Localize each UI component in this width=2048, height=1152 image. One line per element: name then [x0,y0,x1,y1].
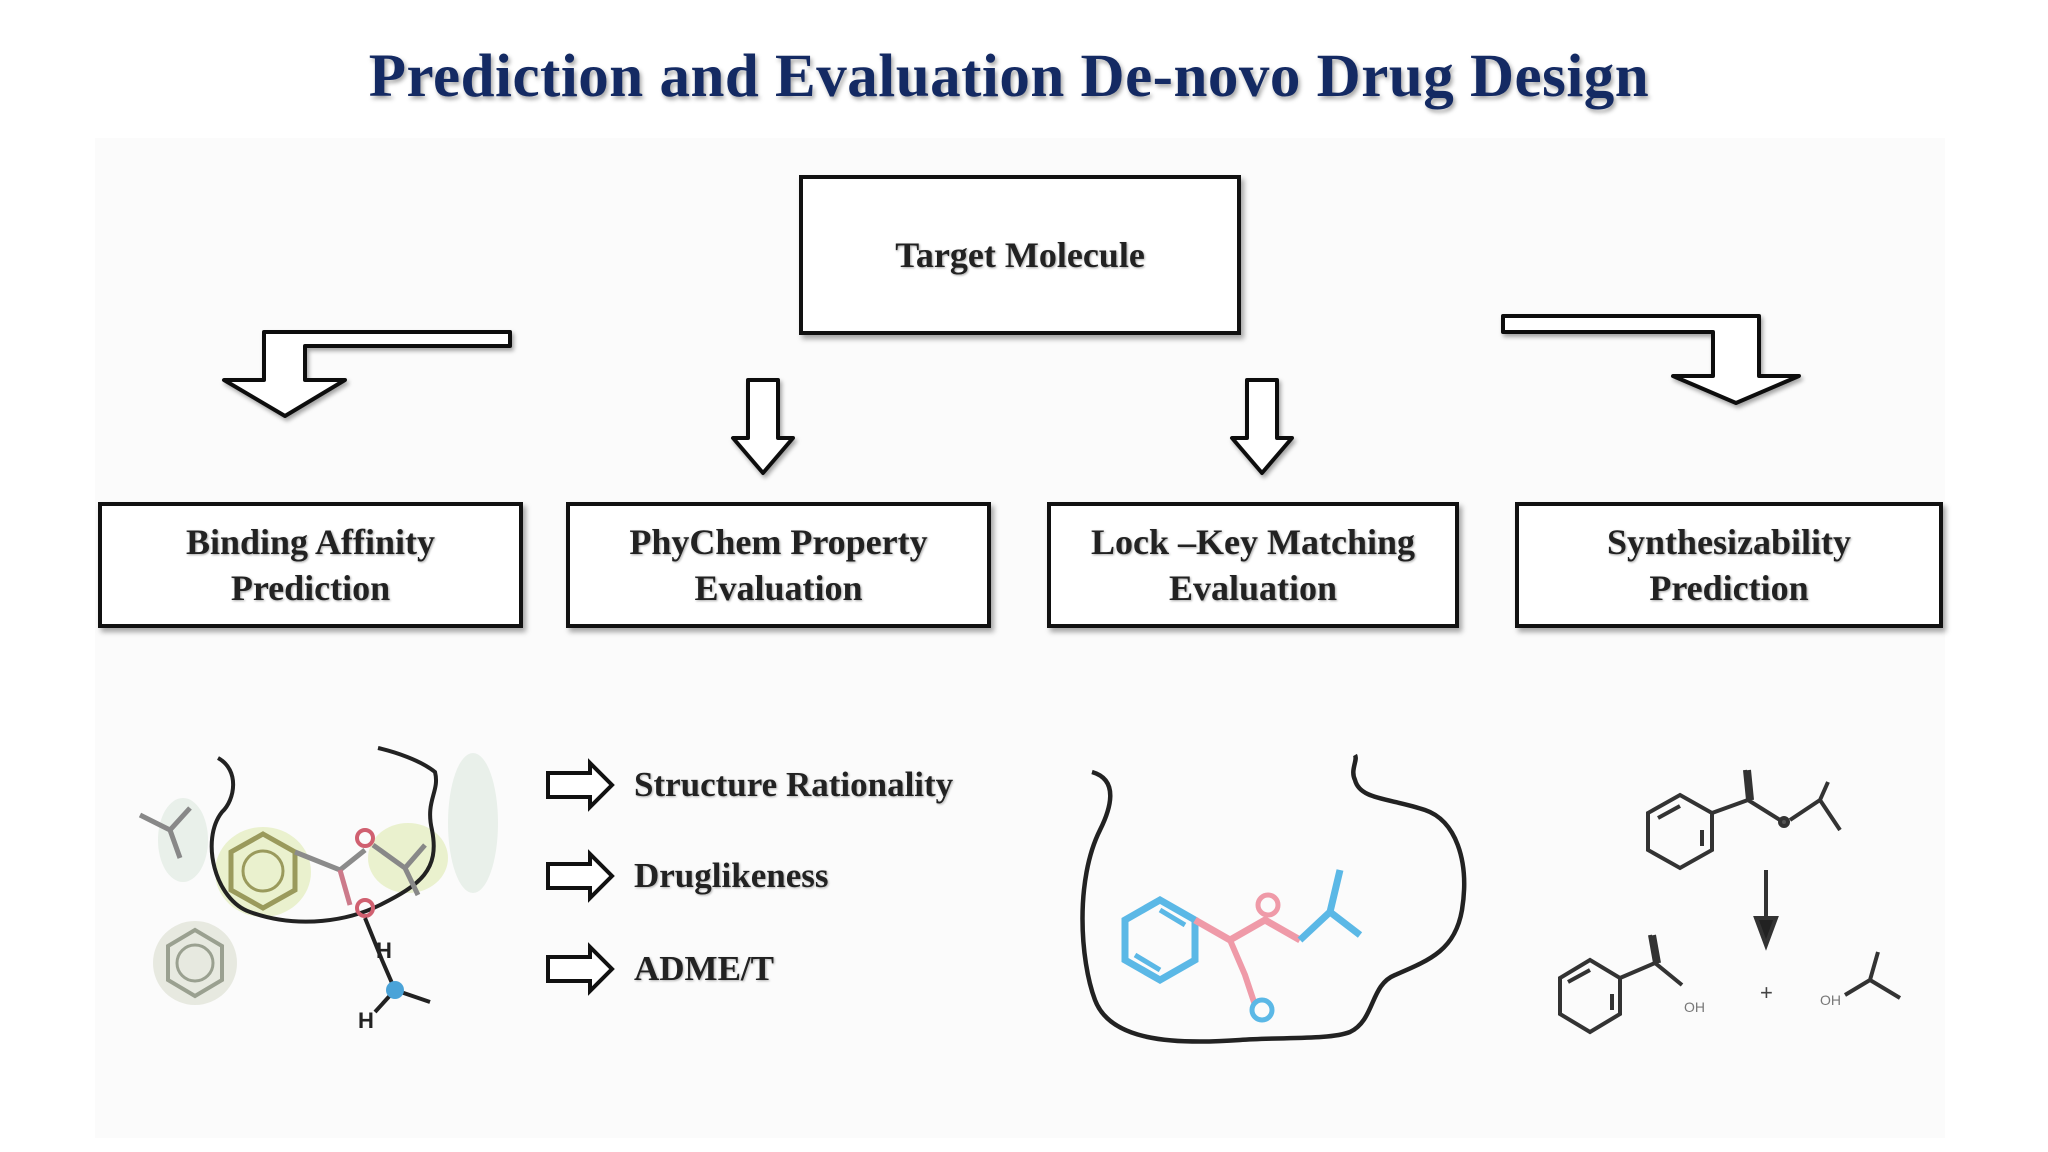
bent-arrow-right-icon [1501,314,1801,405]
hydrogen-label-2: H [358,1008,374,1033]
property-label: ADME/T [634,949,774,988]
plus-sign: + [1760,980,1773,1005]
property-label: Druglikeness [634,856,829,895]
bent-arrow-left-icon [222,330,512,418]
property-arrows [546,758,615,996]
phychem-property-box: PhyChem Property Evaluation [566,502,991,628]
synthesizability-box: Synthesizability Prediction [1515,502,1943,628]
synthesis-reaction-illustration [1558,769,1902,1035]
target-molecule-label: Target Molecule [895,235,1145,275]
binding-affinity-label: Binding Affinity Prediction [185,522,436,608]
lock-key-matching-box: Lock –Key Matching Evaluation [1047,502,1459,628]
binding-affinity-box: Binding Affinity Prediction [98,502,523,628]
lock-key-illustration [1080,753,1467,1044]
property-item-admet: ADME/T [634,939,774,999]
hydrogen-label: H [376,938,392,963]
hydroxyl-label-2: OH [1820,992,1841,1008]
phychem-property-label: PhyChem Property Evaluation [629,522,928,608]
property-item-structure-rationality: Structure Rationality [634,755,953,815]
synthesizability-label: Synthesizability Prediction [1606,522,1852,608]
lock-key-matching-label: Lock –Key Matching Evaluation [1091,522,1415,608]
property-label: Structure Rationality [634,765,954,804]
binding-pocket-illustration: H H [138,746,498,1033]
target-molecule-box: Target Molecule [799,175,1241,335]
down-arrow-phychem-icon [731,378,795,475]
hydroxyl-label: OH [1684,999,1705,1015]
down-arrow-lock-key-icon [1230,378,1294,475]
property-item-druglikeness: Druglikeness [634,846,828,906]
slide-title: Prediction and Evaluation De-novo Drug D… [368,43,1650,110]
